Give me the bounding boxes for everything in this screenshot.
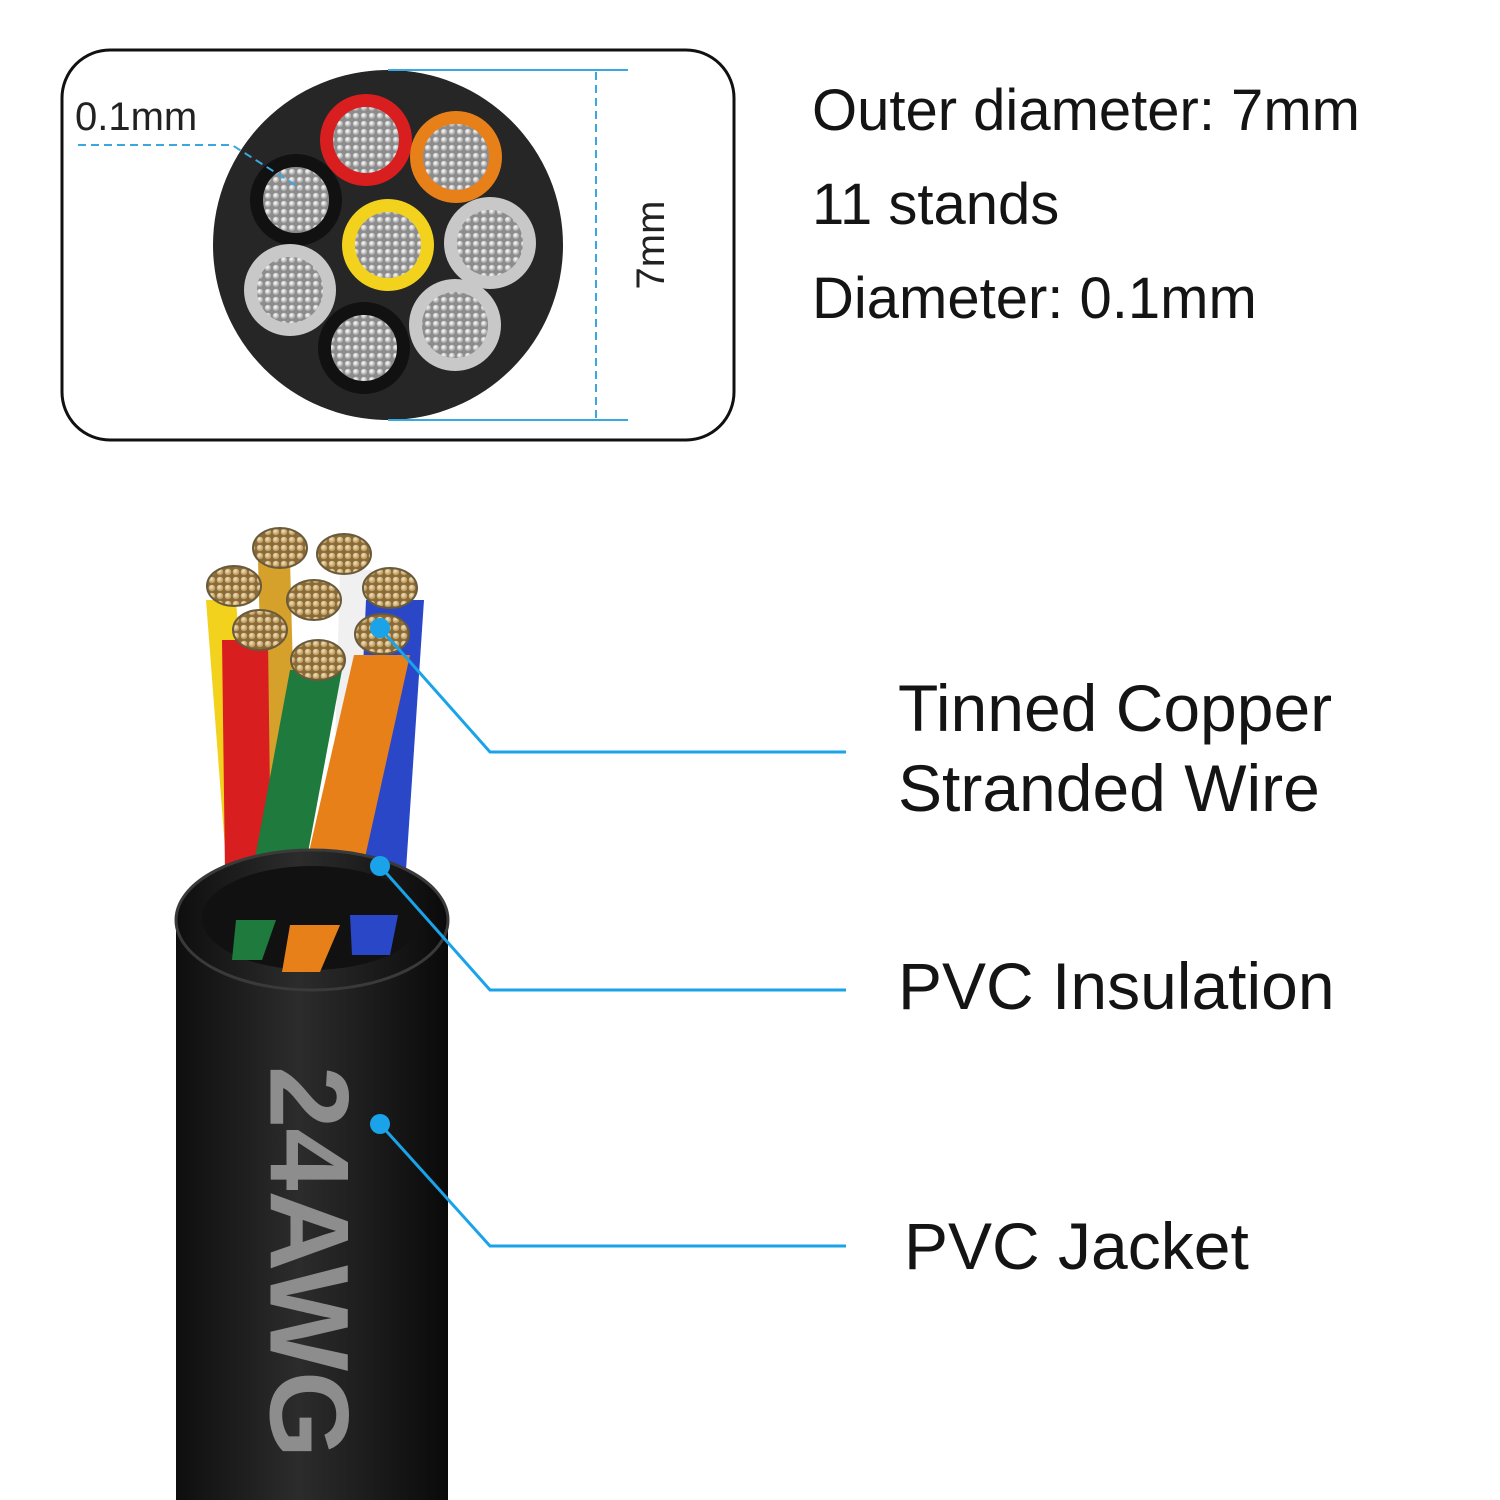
core-red [320, 94, 412, 186]
core-gray-right [444, 197, 536, 289]
core-black-bottom [318, 302, 410, 394]
conductor-label: Tinned Copper Stranded Wire [898, 668, 1332, 828]
insulation-leader-line [378, 865, 846, 992]
conductor-label-line1: Tinned Copper [898, 671, 1333, 745]
strand-diameter-label: 0.1mm [75, 95, 197, 139]
insulation-marker-dot [370, 856, 390, 876]
core-orange [410, 111, 502, 203]
jacket-label: PVC Jacket [904, 1209, 1249, 1283]
core-black [250, 154, 342, 246]
jacket-leader-line [378, 1122, 846, 1248]
spec-strand-count: 11 stands [812, 172, 1060, 237]
core-gray-bottom-right [409, 279, 501, 371]
conductor-marker-dot [370, 618, 390, 638]
gauge-marking: 24AWG [246, 1066, 371, 1458]
jacket-marker-dot [370, 1114, 390, 1134]
cable-cross-section [213, 70, 563, 420]
conductor-label-line2: Stranded Wire [898, 751, 1320, 825]
spec-outer-diameter: Outer diameter: 7mm [812, 78, 1360, 143]
height-label: 7mm [629, 201, 673, 290]
conductor-leader-line [378, 627, 846, 754]
spec-strand-diameter: Diameter: 0.1mm [812, 266, 1257, 331]
core-yellow [342, 199, 434, 291]
leader-lines [378, 627, 846, 1248]
height-dimension [388, 69, 628, 421]
insulation-label: PVC Insulation [898, 949, 1335, 1023]
core-gray-left [244, 244, 336, 336]
cable-side-view: 24AWG [174, 527, 450, 1500]
pvc-jacket [176, 850, 448, 1500]
